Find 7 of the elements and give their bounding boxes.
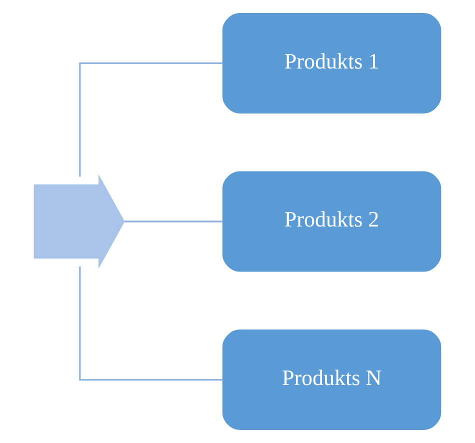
node-box: Produkts 1 xyxy=(222,13,442,114)
connector xyxy=(79,266,223,381)
node-box: Produkts N xyxy=(222,330,442,430)
connector xyxy=(79,62,223,177)
connector xyxy=(124,220,223,222)
node-arrow xyxy=(34,174,125,269)
node-box: Produkts 2 xyxy=(222,171,442,272)
